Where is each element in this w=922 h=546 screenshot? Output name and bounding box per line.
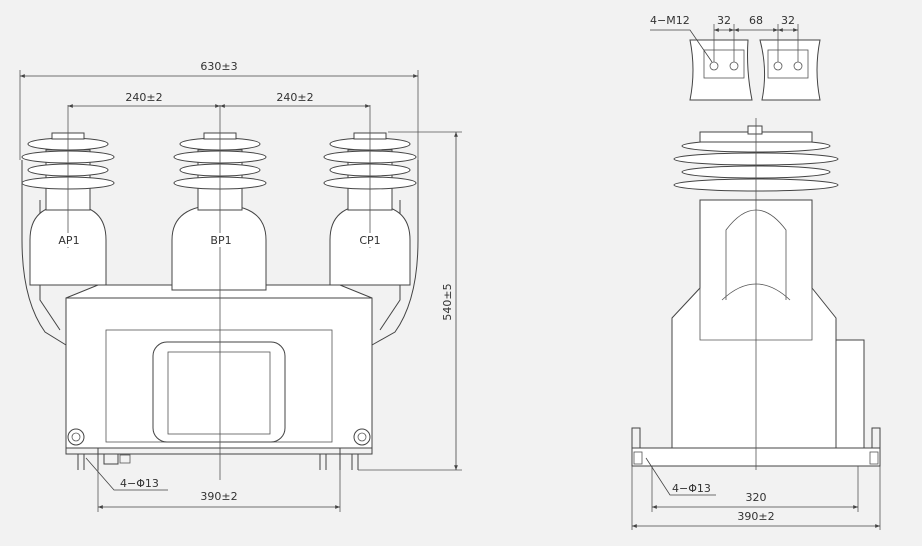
dim-bolt-spacing-a: 32 xyxy=(717,14,731,27)
label-terminal-bp1: BP1 xyxy=(210,234,231,247)
dim-height: 540±5 xyxy=(441,283,454,320)
dim-outer-width: 390±2 xyxy=(737,510,774,523)
dim-pitch-left: 240±2 xyxy=(125,91,162,104)
label-terminal-ap1: AP1 xyxy=(58,234,79,247)
dim-bolt-spacing-mid: 68 xyxy=(749,14,763,27)
bolt-detail xyxy=(650,24,821,101)
side-view: 4−M12 32 68 32 4−Φ13 320 390±2 xyxy=(631,14,881,530)
bushing-b xyxy=(171,132,267,291)
label-mount-holes-side: 4−Φ13 xyxy=(672,482,711,495)
dim-inner-width: 320 xyxy=(746,491,767,504)
label-terminal-cp1: CP1 xyxy=(359,234,380,247)
front-view: 630±3 240±2 240±2 540±5 390±2 4−Φ13 AP1 … xyxy=(19,60,462,512)
nameplate-frame xyxy=(152,341,286,443)
dim-overall-width: 630±3 xyxy=(200,60,237,73)
dim-mount-spacing: 390±2 xyxy=(200,490,237,503)
main-housing xyxy=(65,284,373,455)
dim-bolt-spacing-b: 32 xyxy=(781,14,795,27)
mounting-feet xyxy=(67,428,371,470)
label-top-bolts: 4−M12 xyxy=(650,14,690,27)
label-mount-holes-front: 4−Φ13 xyxy=(120,477,159,490)
dim-pitch-right: 240±2 xyxy=(276,91,313,104)
